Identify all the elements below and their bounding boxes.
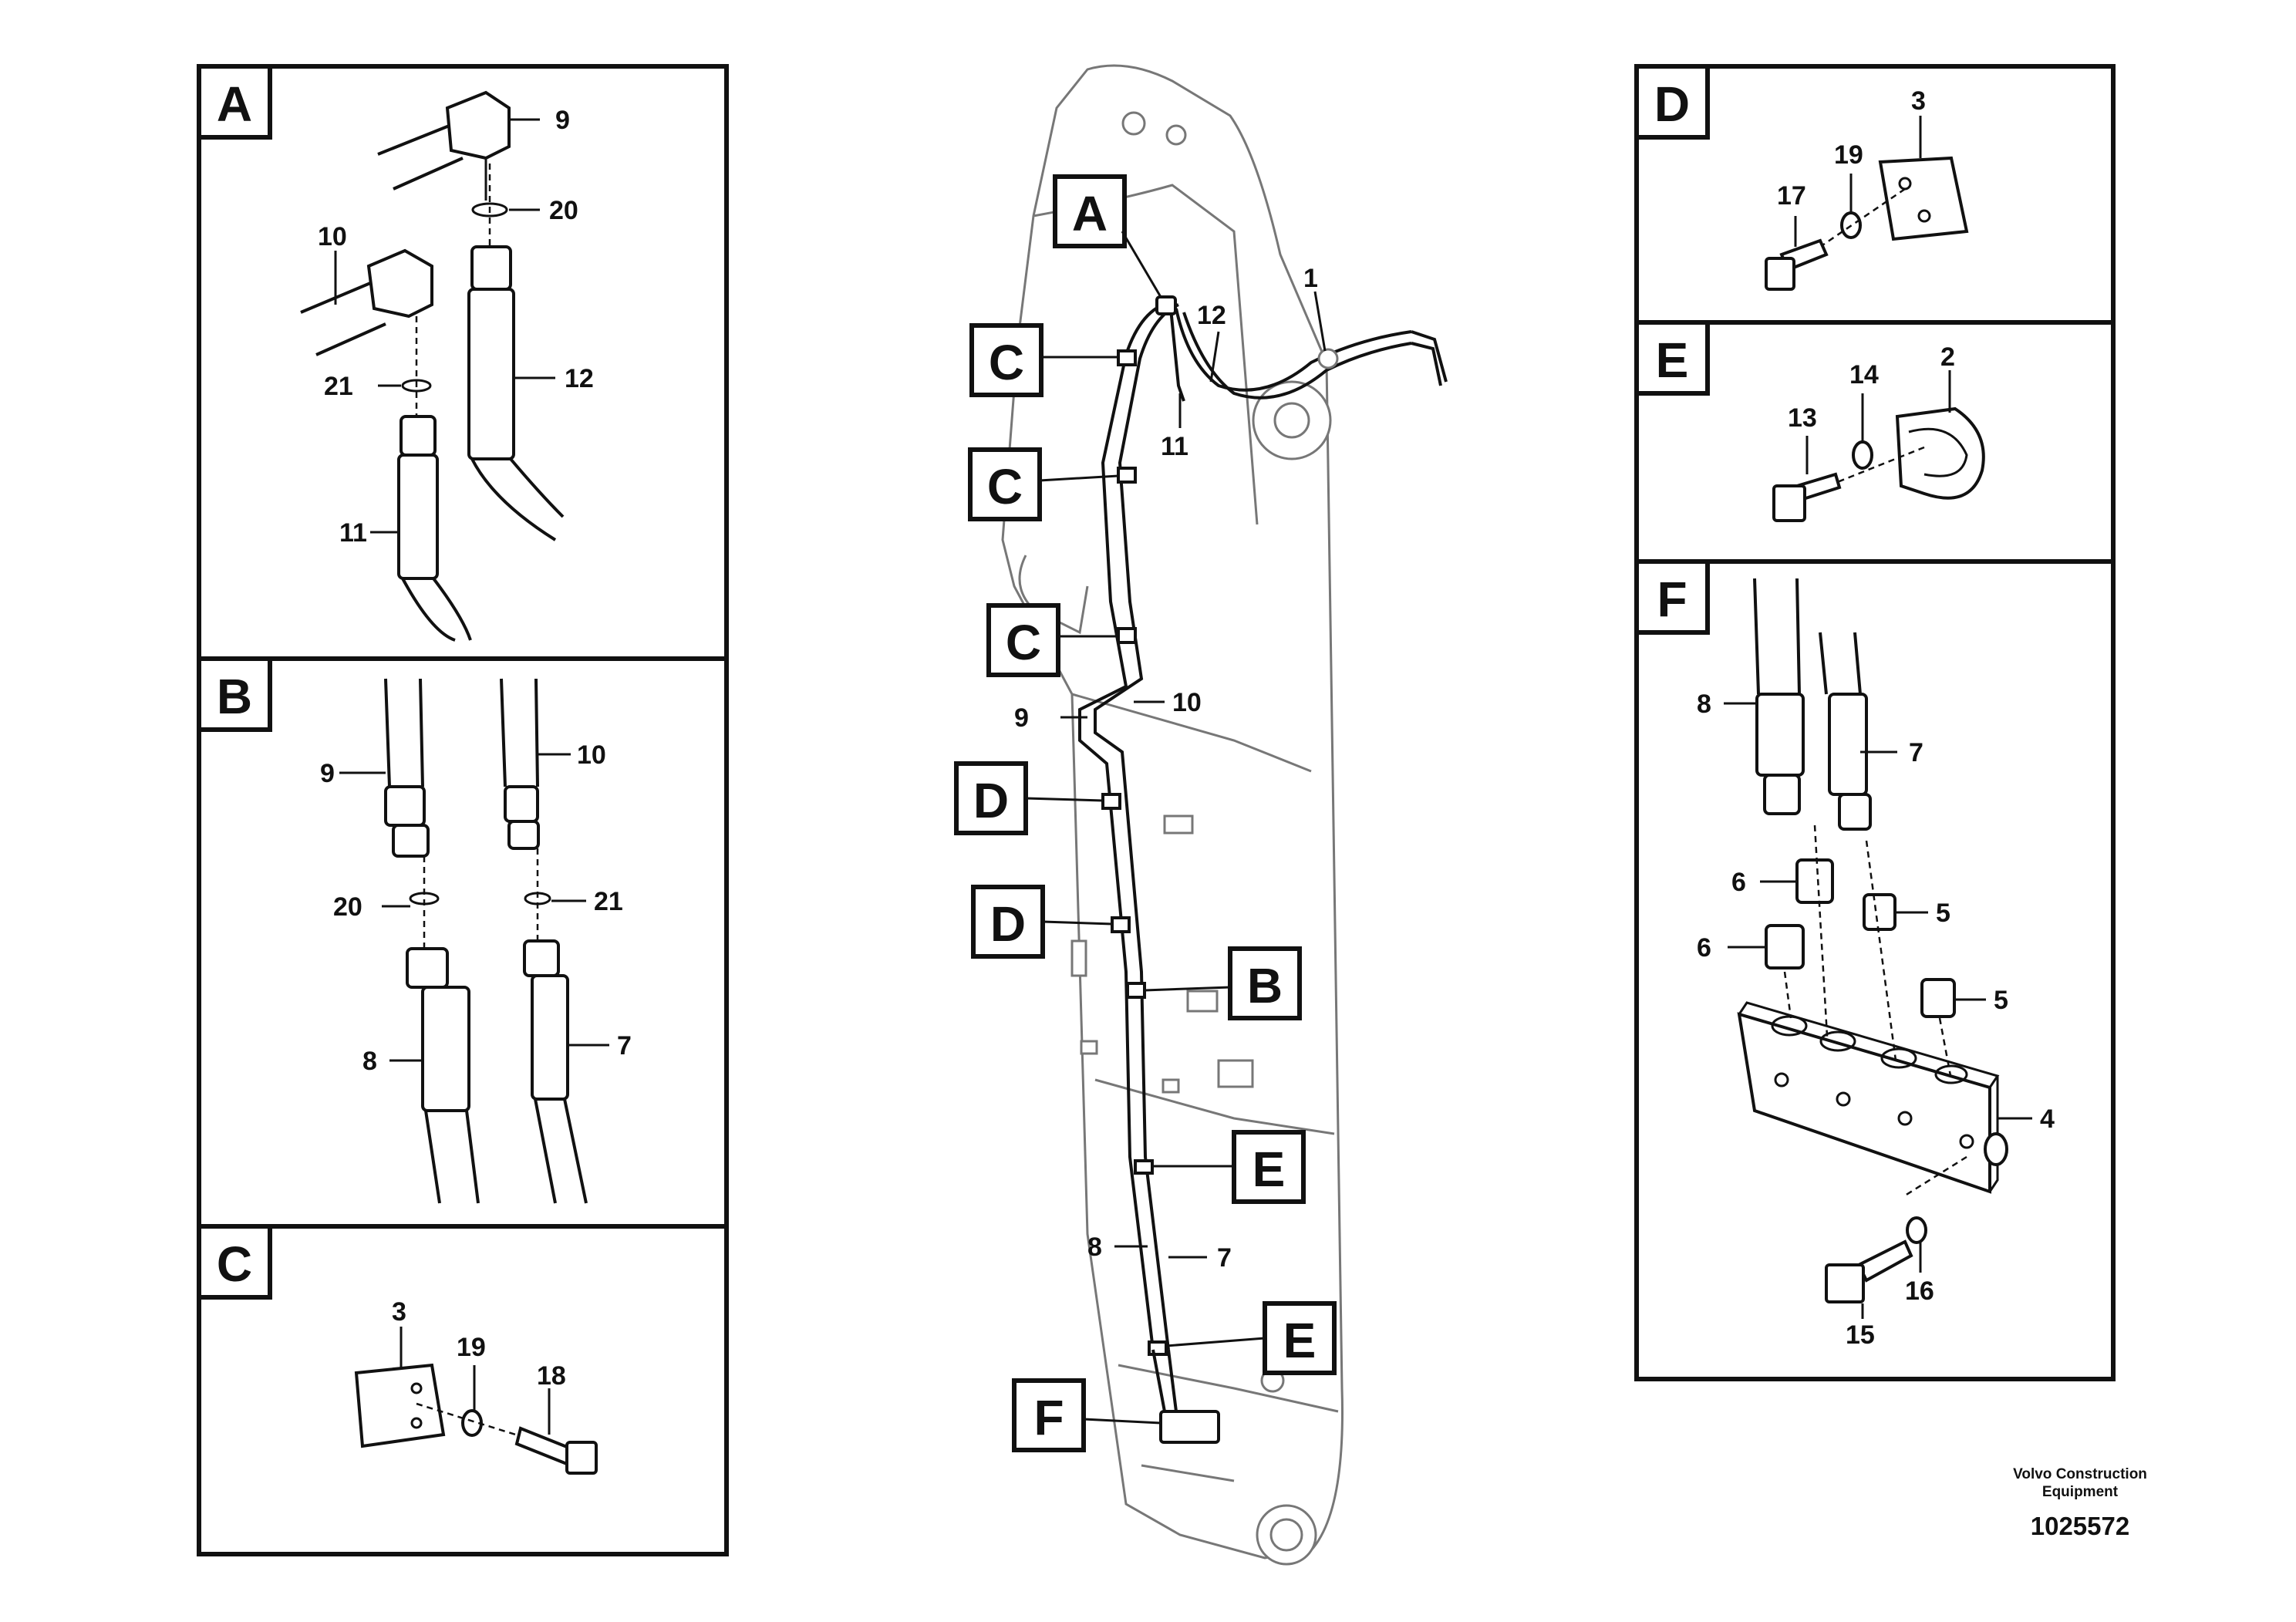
callout-b-21: 21 xyxy=(594,887,623,916)
main-part-12: 12 xyxy=(1197,301,1226,330)
detail-panel-c: C 3 19 18 xyxy=(197,1224,729,1556)
main-part-8: 8 xyxy=(1087,1233,1102,1262)
main-callout-a: A xyxy=(1072,186,1108,241)
callout-d-17: 17 xyxy=(1777,181,1806,211)
callout-e-2: 2 xyxy=(1940,342,1955,372)
callout-b-8: 8 xyxy=(362,1047,377,1076)
main-part-1: 1 xyxy=(1303,264,1318,293)
main-callout-b: B xyxy=(1247,958,1283,1013)
panel-a-letter: A xyxy=(217,76,252,132)
detail-panel-d: D 3 19 17 xyxy=(1634,64,2116,325)
callout-a-11: 11 xyxy=(339,518,367,548)
main-part-9: 9 xyxy=(1014,703,1029,733)
callout-d-3: 3 xyxy=(1911,86,1926,116)
callout-d-19: 19 xyxy=(1834,140,1863,170)
callout-f-15: 15 xyxy=(1846,1320,1875,1350)
detail-panel-f: F xyxy=(1634,559,2116,1381)
callout-f-5-upper: 5 xyxy=(1936,899,1950,928)
brand-line-2: Equipment xyxy=(2041,1484,2119,1500)
boom-assembly: A C C C D D B E E F 1 12 11 xyxy=(954,64,1448,1566)
panel-d-letter: D xyxy=(1654,76,1690,132)
main-callout-c-1: C xyxy=(989,335,1024,390)
callout-f-5-lower: 5 xyxy=(1994,986,2008,1015)
brand-line-1: Volvo Construction xyxy=(2013,1466,2147,1482)
callout-f-4: 4 xyxy=(2040,1104,2055,1134)
callout-b-20: 20 xyxy=(333,892,362,922)
callout-f-6-lower: 6 xyxy=(1697,933,1711,963)
callout-b-10: 10 xyxy=(577,740,606,770)
callout-b-9: 9 xyxy=(320,759,335,788)
detail-panel-a: A 9 20 10 21 12 11 xyxy=(197,64,729,661)
callout-c-18: 18 xyxy=(537,1361,566,1391)
main-part-7: 7 xyxy=(1217,1243,1232,1273)
callout-c-19: 19 xyxy=(457,1333,486,1362)
callout-f-8: 8 xyxy=(1697,690,1711,719)
main-callout-d-2: D xyxy=(990,896,1026,952)
main-part-11: 11 xyxy=(1161,432,1188,461)
main-callout-c-2: C xyxy=(987,459,1023,514)
detail-panel-b: B 9 10 20 21 8 7 xyxy=(197,656,729,1229)
panel-e-letter: E xyxy=(1656,332,1689,388)
title-block: Volvo Construction Equipment 1025572 xyxy=(1980,1465,2180,1541)
main-callout-f: F xyxy=(1033,1390,1064,1445)
callout-a-20: 20 xyxy=(549,196,578,225)
callout-e-14: 14 xyxy=(1849,360,1879,389)
main-callout-e-1: E xyxy=(1253,1141,1286,1197)
callout-f-7: 7 xyxy=(1909,738,1923,767)
callout-a-10: 10 xyxy=(318,222,347,251)
callout-e-13: 13 xyxy=(1788,403,1817,433)
detail-panel-e: E 14 2 13 xyxy=(1634,320,2116,564)
panel-c-letter: C xyxy=(217,1236,252,1292)
main-callout-d-1: D xyxy=(973,773,1009,828)
panel-f-letter: F xyxy=(1657,572,1687,627)
panel-b-letter: B xyxy=(217,669,252,724)
callout-c-3: 3 xyxy=(392,1297,406,1327)
callout-a-9: 9 xyxy=(555,106,570,135)
main-part-10: 10 xyxy=(1172,688,1202,717)
callout-b-7: 7 xyxy=(617,1031,632,1061)
callout-f-16: 16 xyxy=(1905,1276,1934,1306)
callout-a-21: 21 xyxy=(324,372,353,401)
callout-f-6-upper: 6 xyxy=(1731,868,1746,897)
callout-a-12: 12 xyxy=(565,364,594,393)
drawing-number: 1025572 xyxy=(2030,1512,2130,1540)
main-callout-e-2: E xyxy=(1283,1313,1317,1368)
main-callout-c-3: C xyxy=(1006,615,1041,670)
